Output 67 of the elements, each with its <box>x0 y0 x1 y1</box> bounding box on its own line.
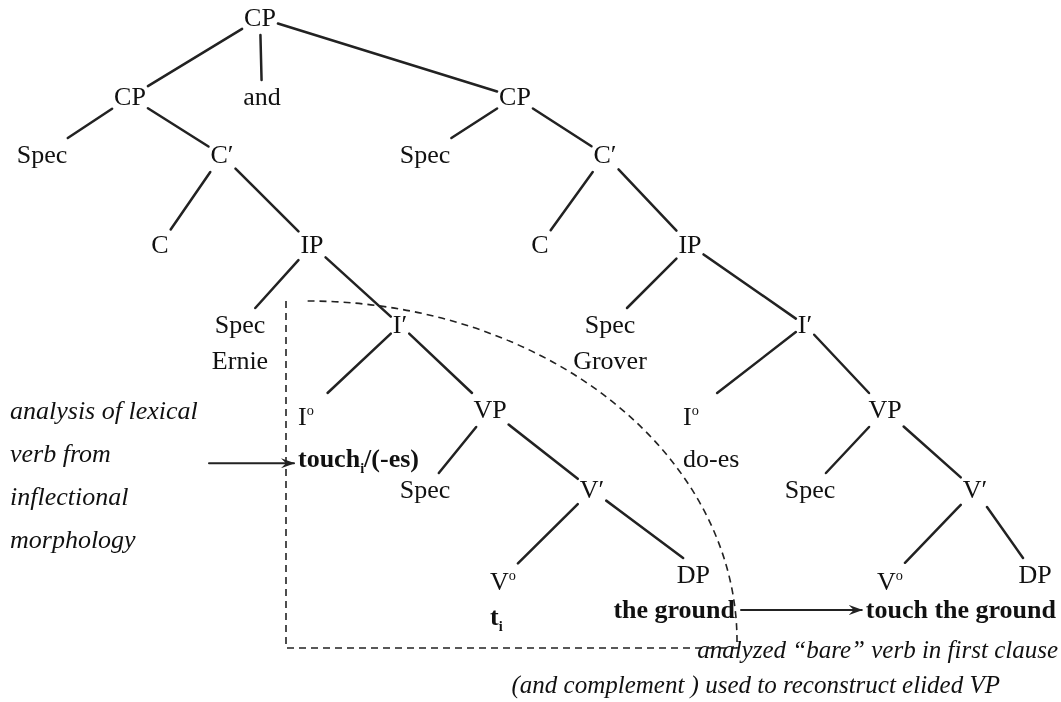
terminal-word: do-es <box>683 443 740 474</box>
syntax-category-label: C′ <box>593 140 617 170</box>
tree-branch <box>516 502 579 565</box>
syntax-category-label: I$^{o}$ <box>298 400 314 432</box>
tree-branch <box>903 503 962 564</box>
syntax-category-label: I$^{o}$ <box>683 400 699 432</box>
terminal-word: the ground <box>613 595 735 625</box>
syntax-category-label: Spec <box>784 475 836 505</box>
terminal-word: Grover <box>573 346 647 376</box>
syntax-category-label: C <box>531 230 549 260</box>
syntax-category-label: Spec <box>399 140 451 170</box>
tree-branch <box>254 258 300 310</box>
tree-branch <box>715 330 798 395</box>
syntax-category-label: VP <box>473 395 507 425</box>
syntax-category-label: Spec <box>399 475 451 505</box>
tree-branch <box>326 332 393 395</box>
tree-branch <box>234 167 300 233</box>
annotation-text: analysis of lexical verb from inflectional morphology <box>10 394 199 556</box>
tree-branch <box>605 499 685 560</box>
tree-branch <box>276 22 499 93</box>
syntax-category-label: I′ <box>797 310 813 340</box>
tree-branch <box>66 107 114 140</box>
syntax-category-label: CP <box>499 82 531 112</box>
syntax-category-label: Spec <box>214 310 266 340</box>
syntax-category-label: DP <box>1018 560 1052 590</box>
syntax-category-label: C′ <box>210 140 234 170</box>
tree-branch <box>824 425 871 475</box>
syntax-category-label: IP <box>678 230 702 260</box>
syntax-category-label: V$^{o}$ <box>877 565 903 597</box>
syntax-category-label: V′ <box>962 475 988 505</box>
syntax-category-label: I′ <box>392 310 408 340</box>
syntax-category-label: VP <box>868 395 902 425</box>
tree-branch <box>169 170 212 231</box>
tree-branch <box>625 257 678 310</box>
syntax-category-label: DP <box>676 560 711 590</box>
syntax-category-label: V′ <box>579 475 605 505</box>
arrow <box>740 605 863 615</box>
tree-branch <box>617 168 678 232</box>
tree-branch <box>450 107 499 140</box>
syntax-category-label: and <box>243 82 281 112</box>
syntax-category-label: V$^{o}$ <box>490 565 516 597</box>
tree-branch <box>902 425 962 479</box>
annotation-text: analyzed “bare” verb in first clause <box>697 637 1058 663</box>
terminal-word: Ernie <box>211 346 269 376</box>
tree-branch <box>437 425 478 475</box>
syntax-category-label: Spec <box>16 140 68 170</box>
annotation-text: (and complement ) used to reconstruct elided VP <box>511 672 1000 698</box>
tree-branch <box>407 332 474 395</box>
tree-branch <box>146 107 210 148</box>
arrow <box>208 458 295 469</box>
tree-branch <box>259 33 263 82</box>
tree-branch <box>507 423 579 481</box>
terminal-word: t$_{i}$ <box>490 601 503 636</box>
tree-branch <box>812 333 871 395</box>
tree-branch <box>702 253 798 320</box>
syntax-category-label: touch the ground <box>865 595 1056 625</box>
syntax-category-label: CP <box>114 82 146 112</box>
tree-branch <box>324 256 393 318</box>
tree-branch <box>146 27 244 88</box>
syntax-category-label: C <box>151 230 169 260</box>
tree-branch <box>531 107 593 148</box>
tree-branch <box>985 505 1025 560</box>
terminal-word: touch$_{i}$/(-es) <box>298 443 419 478</box>
syntax-category-label: Spec <box>584 310 636 340</box>
syntax-category-label: CP <box>244 3 276 33</box>
tree-branch <box>549 170 594 232</box>
syntax-category-label: IP <box>300 230 324 260</box>
